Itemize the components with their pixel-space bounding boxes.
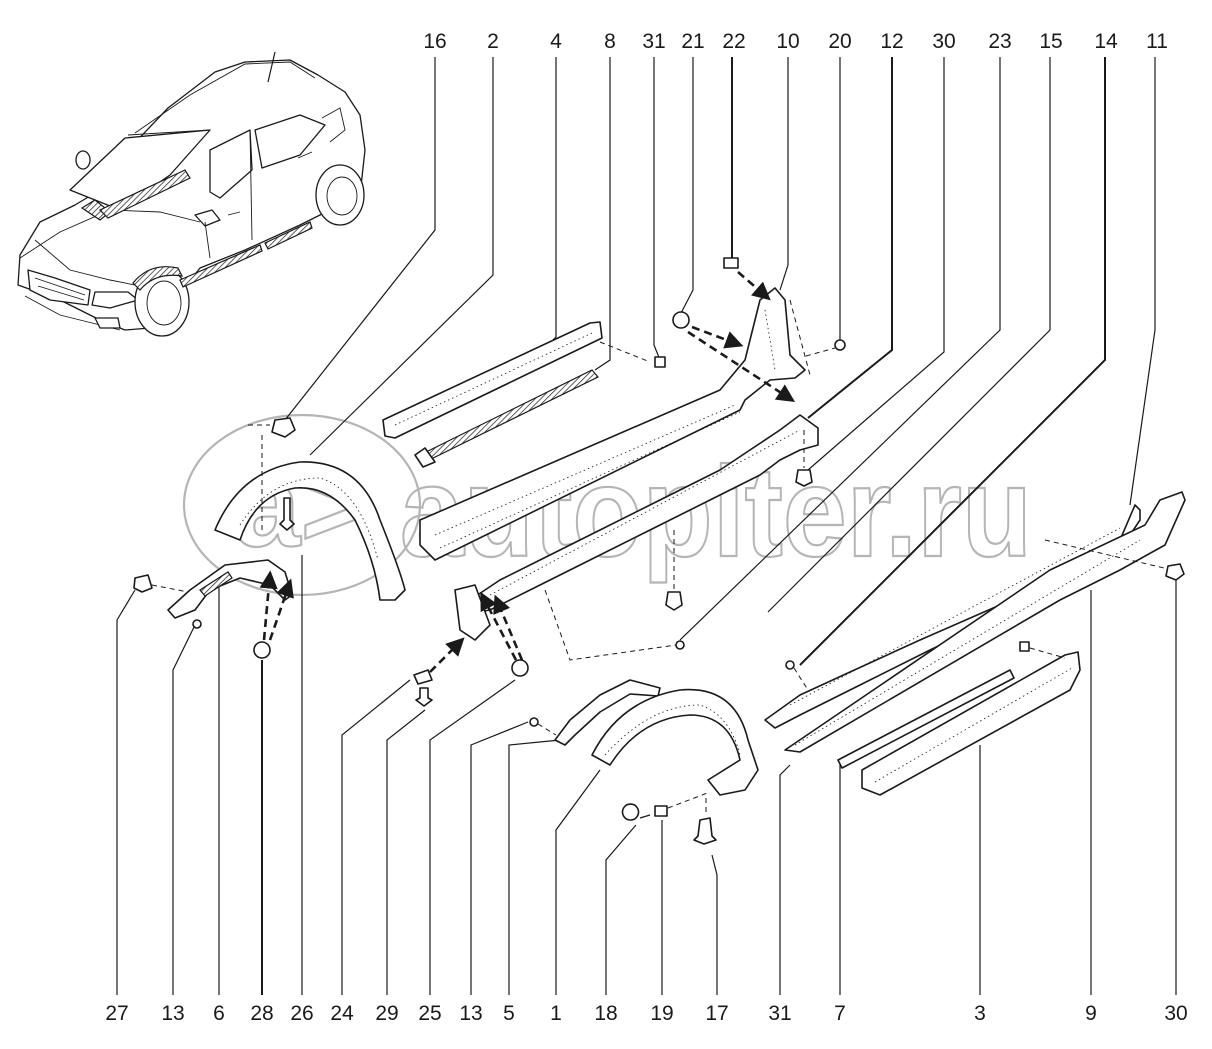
bottom-leader-lines	[116, 555, 1177, 995]
part-13-plug-left	[192, 619, 202, 629]
callout-top-16: 16	[423, 30, 446, 53]
part-19-clip	[654, 805, 668, 817]
callout-bottom-5: 5	[503, 1002, 515, 1025]
callout-top-30: 30	[932, 30, 955, 53]
part-2-front-arch-liner	[214, 461, 406, 601]
callout-bottom-24: 24	[330, 1002, 354, 1025]
part-30-push-pin-right	[1165, 563, 1185, 581]
callout-top-10: 10	[776, 30, 799, 53]
callout-bottom-9: 9	[1085, 1002, 1097, 1025]
callout-bottom-19: 19	[650, 1002, 673, 1025]
part-21-grommet	[672, 311, 690, 329]
part-26-screw	[279, 497, 295, 531]
callout-bottom-13: 13	[161, 1002, 184, 1025]
callout-top-14: 14	[1094, 30, 1118, 53]
part-23-clip	[665, 591, 683, 611]
part-15-plug-side	[785, 660, 795, 670]
part-10-sill-panel	[419, 287, 811, 561]
part-15-plug	[675, 640, 685, 650]
callout-bottom-3: 3	[974, 1002, 986, 1025]
callout-top-8: 8	[604, 30, 616, 53]
part-28-clip	[253, 641, 271, 659]
bottom-callout-labels: 27 13 6 28 26 24 29 25 13 5 1 18 19 17 3…	[105, 1002, 1187, 1025]
part-29-screw	[415, 687, 433, 707]
part-22-clip	[723, 257, 739, 269]
callout-bottom-13b: 13	[459, 1002, 482, 1025]
callout-bottom-28: 28	[250, 1002, 273, 1025]
callout-bottom-6: 6	[213, 1002, 225, 1025]
part-25-clip	[511, 659, 529, 677]
part-7-inner-rail	[837, 669, 1015, 769]
callout-top-23: 23	[988, 30, 1011, 53]
callout-bottom-30: 30	[1164, 1002, 1187, 1025]
part-24-clip	[413, 669, 433, 685]
callout-bottom-17: 17	[705, 1002, 728, 1025]
part-6-arch-bracket	[167, 559, 293, 619]
callout-top-22: 22	[722, 30, 745, 53]
part-9-sill-moulding	[784, 491, 1186, 753]
callout-top-15: 15	[1039, 30, 1062, 53]
callout-bottom-27: 27	[105, 1002, 128, 1025]
part-31-clip-top	[654, 356, 666, 368]
callout-bottom-7: 7	[834, 1002, 846, 1025]
part-17-push-pin	[693, 817, 717, 845]
part-13-plug-right	[529, 717, 539, 727]
part-3-door-protector	[861, 651, 1081, 796]
callout-bottom-31: 31	[768, 1002, 791, 1025]
callout-top-21: 21	[681, 30, 704, 53]
top-leader-lines	[284, 57, 1156, 666]
part-1-rear-arch-liner	[591, 688, 759, 796]
callout-bottom-29: 29	[375, 1002, 398, 1025]
part-27-push-pin	[133, 574, 153, 593]
part-8-insert-strip	[414, 369, 599, 468]
callout-top-31: 31	[642, 30, 665, 53]
part-31-clip-bottom	[1019, 641, 1030, 652]
vehicle-overview-illustration	[17, 51, 366, 337]
part-30-push-pin-top	[795, 469, 813, 487]
callout-bottom-18: 18	[594, 1002, 617, 1025]
callout-top-20: 20	[828, 30, 851, 53]
part-12-sill-support	[454, 414, 819, 641]
part-18-screw	[621, 803, 640, 821]
callout-top-2: 2	[487, 30, 499, 53]
part-4-upper-moulding	[382, 321, 603, 439]
part-20-screw	[834, 339, 846, 351]
callout-bottom-1: 1	[550, 1002, 562, 1025]
callout-bottom-25: 25	[418, 1002, 441, 1025]
callout-top-11: 11	[1146, 30, 1168, 53]
top-callout-labels: 16 2 4 8 31 21 22 10 20 12 30 23 15 14 1…	[423, 30, 1168, 53]
part-14-sill-trim	[764, 504, 1141, 729]
part-16-nut	[271, 417, 296, 438]
callout-top-4: 4	[550, 30, 562, 53]
callout-bottom-26: 26	[290, 1002, 313, 1025]
callout-top-12: 12	[880, 30, 903, 53]
